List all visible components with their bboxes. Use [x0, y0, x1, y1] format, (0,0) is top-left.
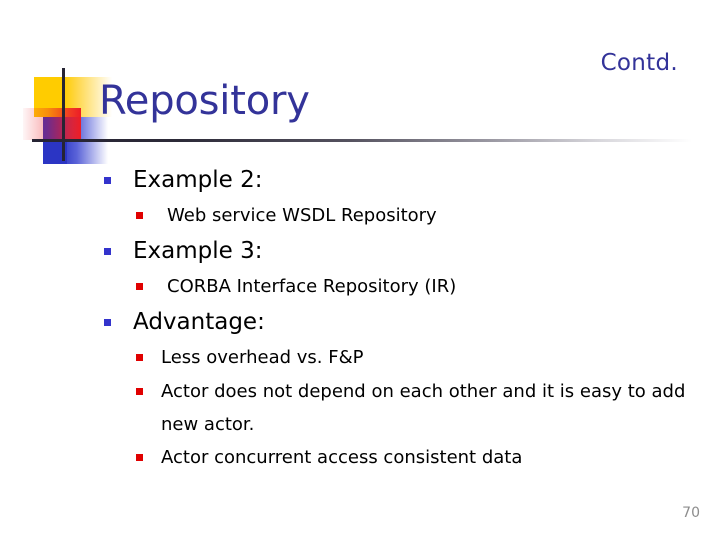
bullet-square-icon	[136, 388, 143, 395]
list-item-label: Actor does not depend on each other and …	[161, 381, 686, 435]
bullet-square-icon	[104, 177, 111, 184]
list-item: Web service WSDL Repository	[0, 199, 720, 233]
list-item: Actor concurrent access consistent data	[0, 441, 720, 475]
list-item-label: CORBA Interface Repository (IR)	[167, 276, 457, 297]
blue-square-accent-icon	[43, 140, 67, 164]
vertical-rule	[62, 68, 65, 161]
list-item: CORBA Interface Repository (IR)	[0, 270, 720, 304]
page-title: Repository	[99, 78, 310, 124]
bullet-square-icon	[136, 212, 143, 219]
bullet-square-icon	[136, 454, 143, 461]
blue-square-icon	[43, 117, 108, 164]
list-item: Example 3:	[0, 233, 720, 270]
list-item-label: Actor concurrent access consistent data	[161, 447, 523, 468]
page-number: 70	[682, 505, 700, 521]
slide-body: Example 2: Web service WSDL Repository E…	[0, 162, 720, 475]
list-item-label: Example 3:	[133, 238, 263, 264]
list-item: Example 2:	[0, 162, 720, 199]
bullet-square-icon	[136, 354, 143, 361]
list-item-label: Less overhead vs. F&P	[161, 347, 364, 368]
list-item: Advantage:	[0, 304, 720, 341]
list-item: Actor does not depend on each other and …	[0, 375, 720, 441]
list-item-label: Web service WSDL Repository	[167, 205, 437, 226]
list-item: Less overhead vs. F&P	[0, 341, 720, 375]
continuation-label: Contd.	[600, 50, 678, 76]
bullet-square-icon	[104, 248, 111, 255]
bullet-square-icon	[136, 283, 143, 290]
list-item-label: Advantage:	[133, 309, 265, 335]
red-square-icon	[23, 108, 81, 140]
list-item-label: Example 2:	[133, 167, 263, 193]
bullet-square-icon	[104, 319, 111, 326]
horizontal-rule	[32, 139, 692, 142]
